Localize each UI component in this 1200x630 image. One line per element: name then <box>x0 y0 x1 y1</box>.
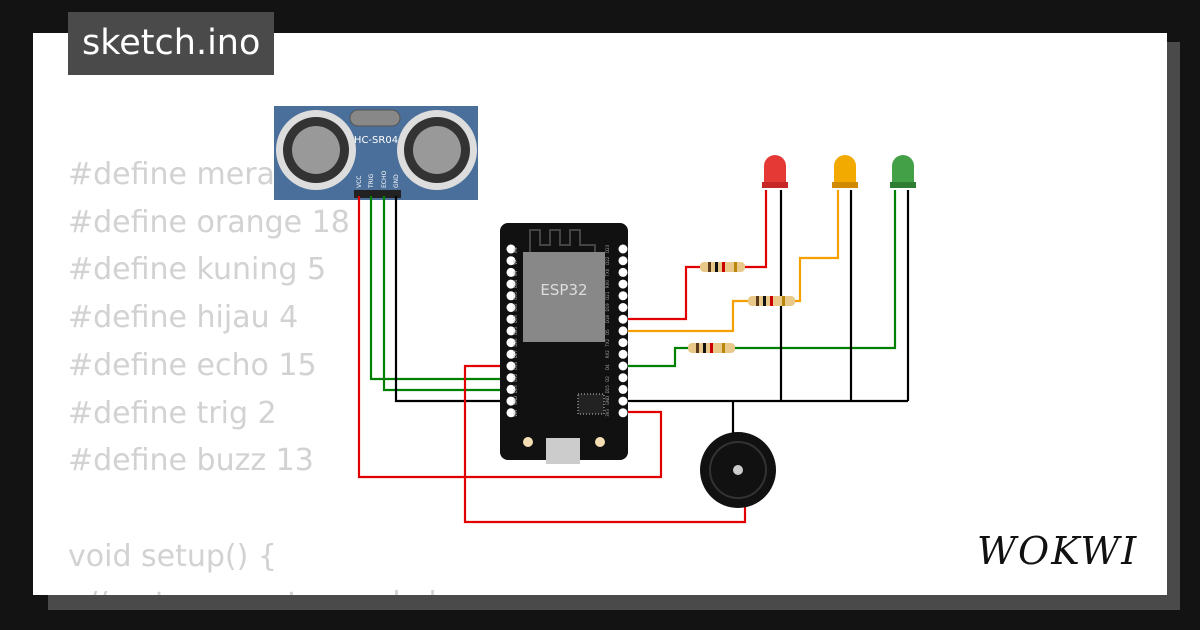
pin-label: TX2 <box>605 338 610 347</box>
pin-label: VCC <box>356 176 363 188</box>
pin-label: D22 <box>605 256 610 265</box>
pin-label: TRIG <box>368 173 375 189</box>
pin-d33[interactable] <box>506 314 516 324</box>
wire-red-led <box>623 190 768 321</box>
pin-label: D14 <box>513 361 518 370</box>
pin-vn[interactable] <box>506 267 516 277</box>
pin-label: D12 <box>513 373 518 382</box>
wire-buzzer <box>463 364 747 524</box>
pin-en[interactable] <box>506 244 516 254</box>
pin-rx2[interactable] <box>618 349 628 359</box>
pin-label: TX0 <box>605 268 610 277</box>
pin-d12[interactable] <box>506 373 516 383</box>
code-line: #define orange 18 <box>68 204 350 240</box>
pin-d2[interactable] <box>618 373 628 383</box>
code-line: #define trig 2 <box>68 395 277 431</box>
pin-label: D19 <box>605 303 610 312</box>
pin-d21[interactable] <box>618 291 628 301</box>
hc-sr04-sensor[interactable]: HC-SR04 VCC TRIG ECHO GND <box>274 106 478 200</box>
pin-label: GND <box>605 396 610 405</box>
pin-label: EN <box>513 247 518 253</box>
led-orange[interactable] <box>832 155 858 188</box>
pin-gnd[interactable] <box>618 396 628 406</box>
pin-label: D21 <box>605 291 610 300</box>
pin-d5[interactable] <box>618 326 628 336</box>
pin-d35[interactable] <box>506 291 516 301</box>
resistor[interactable] <box>688 343 735 353</box>
resistor[interactable] <box>700 262 745 272</box>
pin-label: D5 <box>605 329 610 335</box>
pin-label: VIN <box>513 410 518 417</box>
buzzer[interactable] <box>700 432 776 508</box>
pin-d34[interactable] <box>506 279 516 289</box>
pin-label: D18 <box>605 315 610 324</box>
pin-label: D32 <box>513 303 518 312</box>
code-line: void setup() { <box>68 538 277 574</box>
pin-label: ECHO <box>381 171 388 188</box>
pin-rx0[interactable] <box>618 279 628 289</box>
code-line: #define buzz 13 <box>68 443 314 479</box>
wire-orange-led <box>623 190 840 333</box>
pin-label: RX2 <box>605 350 610 359</box>
pin-label: D33 <box>513 315 518 324</box>
wire-gnd <box>394 196 908 403</box>
esp32-board[interactable]: ESP32 ENVPVND34D35D32D33D25D26D27D14D12D… <box>500 223 628 464</box>
pin-gnd[interactable] <box>506 396 516 406</box>
pin-d32[interactable] <box>506 303 516 312</box>
pin-d13[interactable] <box>506 384 516 394</box>
pin-label: D13 <box>513 385 518 394</box>
pin-label: RX0 <box>605 280 610 289</box>
led-red[interactable] <box>762 155 788 188</box>
pin-label: D34 <box>513 279 518 288</box>
resistor[interactable] <box>748 296 795 306</box>
pin-d26[interactable] <box>506 338 516 348</box>
pin-label: GND <box>393 174 400 188</box>
wokwi-logo: WOKWI <box>977 529 1138 572</box>
pin-label: GND <box>513 396 518 405</box>
led-green[interactable] <box>890 155 916 188</box>
pin-vin[interactable] <box>506 408 516 418</box>
pin-d23[interactable] <box>618 244 628 254</box>
pin-d22[interactable] <box>618 256 628 266</box>
pin-label: D2 <box>605 376 610 382</box>
pin-d15[interactable] <box>618 384 628 394</box>
pin-d25[interactable] <box>506 326 516 336</box>
pin-tx0[interactable] <box>618 267 628 277</box>
pin-d18[interactable] <box>618 314 628 324</box>
logo-text: WOKWI <box>977 529 1138 572</box>
pin-label: D27 <box>513 350 518 359</box>
pin-tx2[interactable] <box>618 338 628 348</box>
code-line: #define kuning 5 <box>68 252 327 288</box>
pin-d14[interactable] <box>506 361 516 371</box>
code-line: #define hijau 4 <box>68 300 299 336</box>
pin-label: D4 <box>605 364 610 370</box>
pin-vp[interactable] <box>506 256 516 266</box>
pin-label: D25 <box>513 326 518 335</box>
pin-d19[interactable] <box>618 303 628 312</box>
pin-label: D35 <box>513 291 518 300</box>
pin-label: VN <box>513 271 518 277</box>
pin-d4[interactable] <box>618 361 628 371</box>
pin-label: D15 <box>605 385 610 394</box>
sketch-title: sketch.ino <box>68 12 275 75</box>
pin-label: 3V3 <box>605 409 610 417</box>
wire-green-led <box>623 190 897 368</box>
wire-led-gnd <box>779 190 910 401</box>
code-line: #define echo 15 <box>68 347 317 383</box>
pin-label: D23 <box>605 244 610 253</box>
mcu-label: ESP32 <box>540 281 587 299</box>
pin-d27[interactable] <box>506 349 516 359</box>
pin-3v3[interactable] <box>618 408 628 418</box>
pin-label: VP <box>513 259 518 265</box>
wire-vcc <box>357 196 663 479</box>
pin-label: D26 <box>513 338 518 347</box>
code-line: // put your setup code here <box>68 586 496 595</box>
sensor-label: HC-SR04 <box>354 135 398 146</box>
